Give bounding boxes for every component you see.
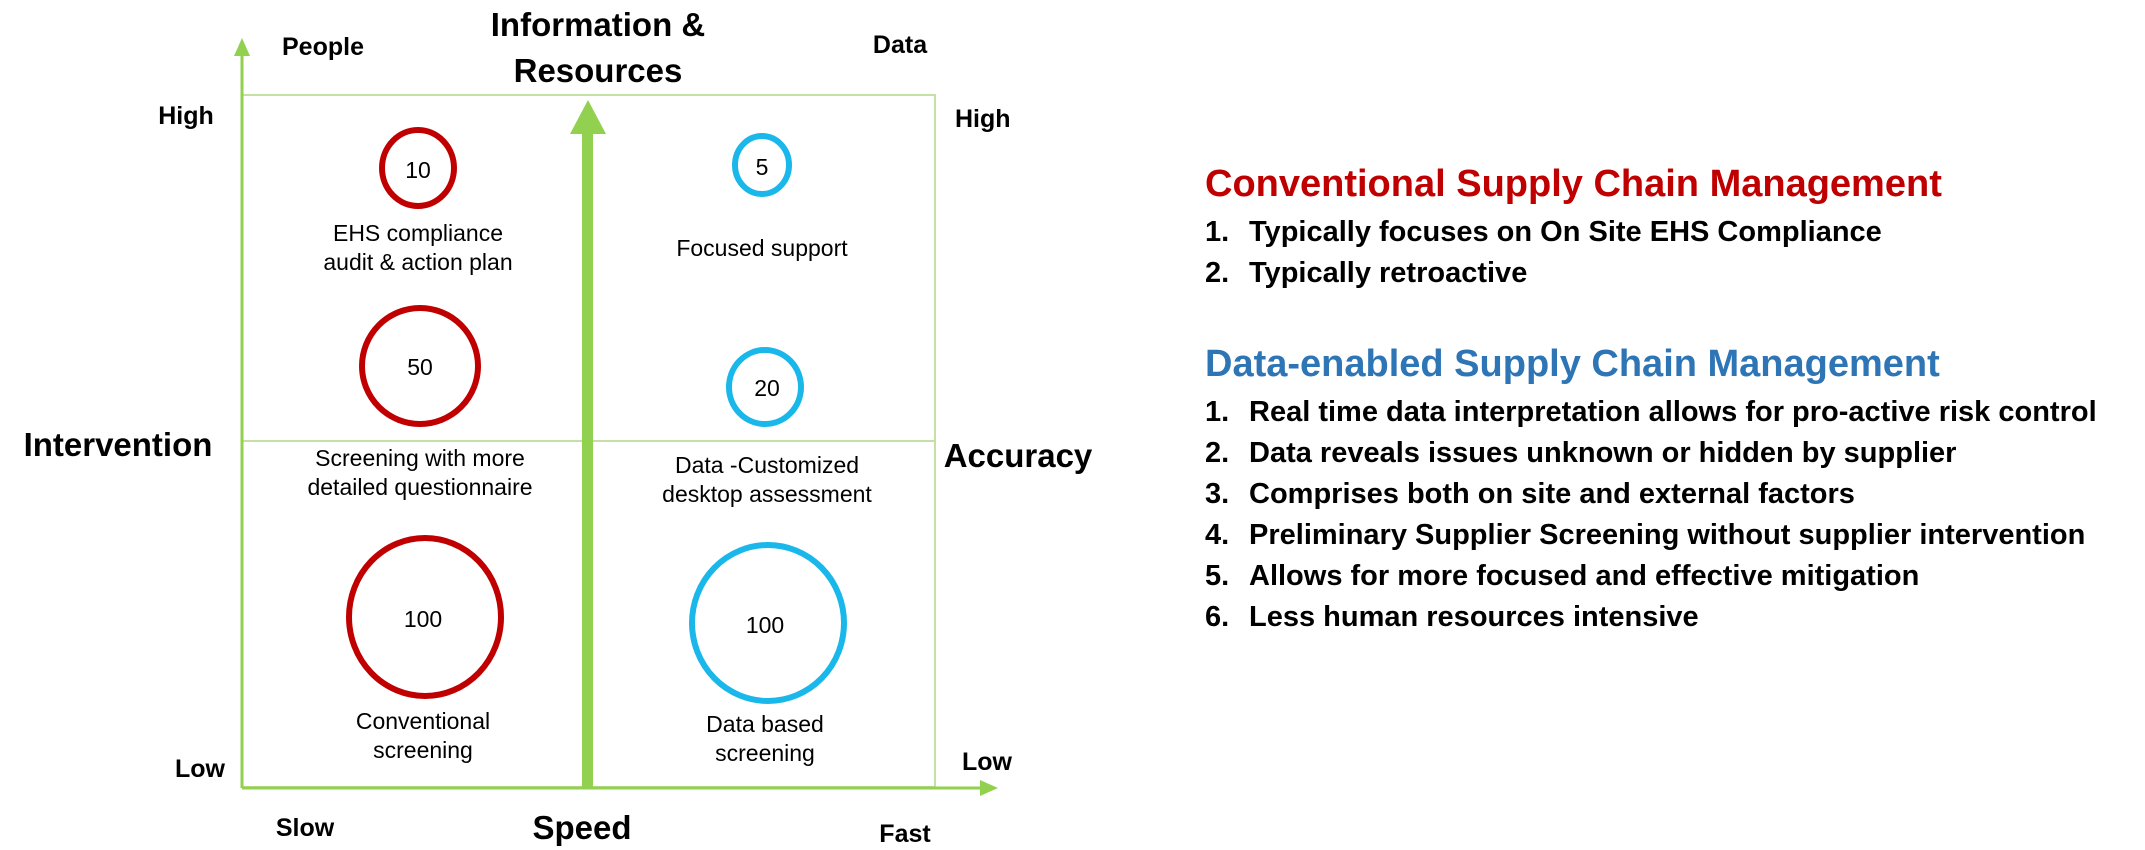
data-circle-label-1-line-1: Focused support <box>676 235 848 261</box>
data-circle-label-2-line-1: Data -Customized <box>675 452 859 478</box>
x-axis-arrowhead <box>980 780 998 796</box>
data-enabled-item-1: 1. Real time data interpretation allows f… <box>1205 392 2135 433</box>
conventional-item-number: 1. <box>1205 216 1230 248</box>
data-enabled-item-text: Real time data interpretation allows for… <box>1249 396 2097 428</box>
speed-axis-title: Speed <box>532 809 631 846</box>
conventional-item-2: 2. Typically retroactive <box>1205 253 2135 294</box>
data-circle-label-3-line-2: screening <box>715 740 815 766</box>
data-enabled-item-text: Preliminary Supplier Screening without s… <box>1249 519 2086 551</box>
conventional-list: 1. Typically focuses on On Site EHS Compl… <box>1205 212 2135 294</box>
data-circle-value-3: 100 <box>746 612 784 638</box>
conventional-circle-label-2-line-2: detailed questionnaire <box>307 474 532 500</box>
y-low-label: Low <box>175 755 226 783</box>
data-circle-1 <box>732 133 792 197</box>
conventional-circle-3 <box>346 535 504 699</box>
x-fast-label: Fast <box>879 820 931 848</box>
conventional-circle-value-1: 10 <box>405 157 431 183</box>
data-enabled-item-2: 2. Data reveals issues unknown or hidden … <box>1205 433 2135 474</box>
data-enabled-item-5: 5. Allows for more focused and effective … <box>1205 556 2135 597</box>
data-circle-label-2-line-2: desktop assessment <box>662 481 872 507</box>
top-title-line-2: Resources <box>514 52 683 89</box>
data-enabled-title: Data-enabled Supply Chain Management <box>1205 343 1940 385</box>
conventional-circle-label-3-line-2: screening <box>373 737 473 763</box>
conventional-circle-label-1-line-2: audit & action plan <box>323 249 512 275</box>
data-enabled-item-number: 6. <box>1205 601 1230 633</box>
data-enabled-item-text: Comprises both on site and external fact… <box>1249 478 1855 510</box>
right-low-label: Low <box>962 748 1013 776</box>
data-enabled-item-number: 3. <box>1205 478 1230 510</box>
data-enabled-item-text: Allows for more focused and effective mi… <box>1249 560 1920 592</box>
screening-matrix-diagram: Information & Resources People Data High… <box>24 6 1093 848</box>
resources-arrow-head <box>570 100 606 134</box>
data-enabled-item-number: 1. <box>1205 396 1230 428</box>
data-enabled-item-6: 6. Less human resources intensive <box>1205 597 2135 638</box>
y-high-label: High <box>158 102 214 130</box>
notes-panel: Conventional Supply Chain Management 1. T… <box>1205 160 2135 638</box>
data-enabled-list: 1. Real time data interpretation allows f… <box>1205 392 2135 638</box>
conventional-circle-1 <box>379 127 457 209</box>
intervention-axis-title: Intervention <box>24 426 213 463</box>
data-enabled-item-3: 3. Comprises both on site and external fa… <box>1205 474 2135 515</box>
conventional-circle-label-1-line-1: EHS compliance <box>333 220 503 246</box>
x-slow-label: Slow <box>276 814 335 842</box>
data-enabled-item-text: Less human resources intensive <box>1249 601 1699 633</box>
data-enabled-item-number: 2. <box>1205 437 1230 469</box>
conventional-circle-2 <box>359 305 481 427</box>
conventional-circle-value-3: 100 <box>404 606 442 632</box>
top-title-line-1: Information & <box>491 6 705 43</box>
data-label: Data <box>873 31 928 59</box>
data-circle-value-1: 5 <box>756 154 769 180</box>
data-circle-value-2: 20 <box>754 375 780 401</box>
y-axis-arrowhead <box>234 38 250 56</box>
conventional-circle-label-3-line-1: Conventional <box>356 708 490 734</box>
data-enabled-item-number: 4. <box>1205 519 1230 551</box>
conventional-item-number: 2. <box>1205 257 1230 289</box>
data-circle-2 <box>726 347 804 427</box>
data-circle-3 <box>689 542 847 704</box>
data-enabled-item-text: Data reveals issues unknown or hidden by… <box>1249 437 1957 469</box>
conventional-title: Conventional Supply Chain Management <box>1205 163 1942 205</box>
data-enabled-section: Data-enabled Supply Chain Management 1. R… <box>1205 340 2135 638</box>
conventional-circle-value-2: 50 <box>407 354 433 380</box>
conventional-item-text: Typically retroactive <box>1249 257 1528 289</box>
conventional-section: Conventional Supply Chain Management 1. T… <box>1205 160 2135 294</box>
conventional-item-text: Typically focuses on On Site EHS Complia… <box>1249 216 1882 248</box>
data-enabled-item-number: 5. <box>1205 560 1230 592</box>
conventional-circle-label-2-line-1: Screening with more <box>315 445 525 471</box>
right-high-label: High <box>955 105 1011 133</box>
accuracy-axis-title: Accuracy <box>944 437 1093 474</box>
resources-arrow-shaft <box>582 128 593 787</box>
conventional-item-1: 1. Typically focuses on On Site EHS Compl… <box>1205 212 2135 253</box>
data-enabled-item-4: 4. Preliminary Supplier Screening without… <box>1205 515 2135 556</box>
data-circle-label-3-line-1: Data based <box>706 711 824 737</box>
people-label: People <box>282 33 364 61</box>
